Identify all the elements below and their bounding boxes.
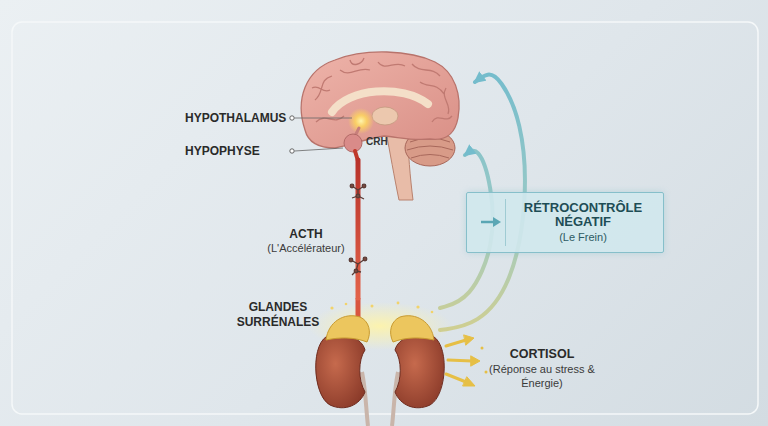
leader-lines: [290, 116, 352, 153]
organ-label: HYPOTHALAMUS: [185, 111, 475, 125]
kidneys-and-adrenals: [308, 298, 452, 426]
ureter: [362, 372, 368, 426]
adrenal-gland: [391, 316, 434, 342]
hormone-label: CRH: [366, 136, 388, 149]
hormone-particles: [330, 302, 433, 314]
organ-label: HYPOPHYSE: [185, 144, 465, 158]
kidney: [395, 334, 444, 408]
kidney: [316, 334, 365, 408]
acth-pathway: [356, 160, 361, 298]
organ-label-region: HYPOPHYSE: [180, 138, 465, 160]
cortisol-arrows: [446, 335, 488, 386]
organ-label: GLANDES SURRÉNALES: [232, 300, 324, 330]
icon-shaft: [481, 221, 494, 224]
cerebrum: [301, 52, 459, 148]
feedback-box: RÉTROCONTRÔLE NÉGATIF(Le Frein): [466, 192, 664, 253]
icon-head: [493, 217, 501, 227]
organ-label-region: GLANDES SURRÉNALES: [232, 298, 440, 340]
hormone-label: CORTISOL: [487, 347, 597, 363]
pituitary: [344, 134, 362, 152]
organ-label-region: HYPOTHALAMUS: [180, 75, 475, 130]
hormone-role: (Réponse au stress & Énergie): [487, 363, 597, 391]
feedback-icon: [480, 214, 502, 230]
adrenal-gland: [326, 316, 369, 342]
acth-end: [356, 298, 361, 318]
frame: [12, 22, 758, 414]
hormone-label: ACTH: [256, 227, 356, 242]
box-heading: RÉTROCONTRÔLE NÉGATIF: [513, 201, 653, 230]
ureter: [392, 372, 398, 426]
hormone-role: (L'Accélérateur): [256, 242, 356, 256]
box-divider: [505, 199, 506, 246]
acth-molecules: [349, 184, 367, 275]
brain: [301, 52, 459, 200]
box-subtitle: (Le Frein): [513, 230, 653, 244]
thalamus: [372, 107, 398, 125]
hypothalamus-glow: [348, 108, 374, 134]
